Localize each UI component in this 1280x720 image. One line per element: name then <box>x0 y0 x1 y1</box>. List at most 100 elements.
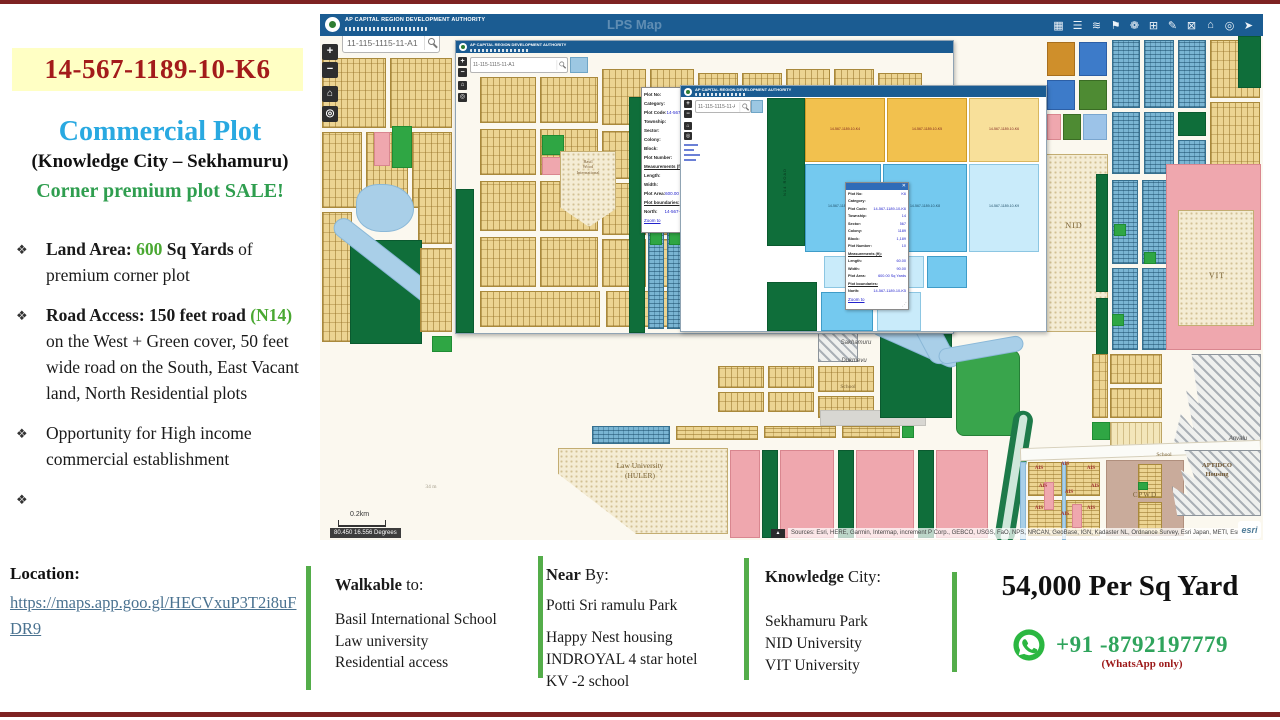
crda-logo-icon <box>325 17 340 32</box>
popup-row-label: Plot No: <box>644 92 662 97</box>
map-block <box>1114 224 1126 236</box>
left-panel-link[interactable] <box>684 144 698 146</box>
resize-handle[interactable]: ⋰ <box>902 302 907 308</box>
popup-row-label: Plot Area: <box>644 191 666 196</box>
bullet-item: ❖Opportunity for High income commercial … <box>14 420 306 472</box>
popup-row-value: 1,189 <box>896 236 906 241</box>
bullet-text: Road Access: 150 feet road <box>46 305 251 325</box>
bullet-marker-icon: ❖ <box>16 243 28 258</box>
map-block <box>418 188 452 244</box>
map-block <box>1020 462 1026 540</box>
zoom-in-button[interactable]: + <box>684 100 692 108</box>
map-label-nid: NID <box>1065 221 1083 230</box>
share-icon[interactable]: ➤ <box>1243 19 1254 32</box>
home-button[interactable]: ⌂ <box>458 81 467 90</box>
inset1-header: AP CAPITAL REGION DEVELOPMENT AUTHORITY <box>456 41 953 53</box>
bullet-text: Sq Yards <box>162 239 239 259</box>
bullet-item: ❖ <box>14 486 306 508</box>
locate-button[interactable]: ◎ <box>322 106 338 122</box>
search-icon[interactable] <box>556 60 568 70</box>
location-link[interactable]: https://maps.app.goo.gl/HECVxuP3T2i8uFDR… <box>10 593 297 638</box>
map-block <box>1096 174 1108 292</box>
location-block: Location: https://maps.app.goo.gl/HECVxu… <box>10 564 302 642</box>
map-label-anvalu: Anvalu <box>1228 436 1248 442</box>
zoom-out-button[interactable]: − <box>684 110 692 118</box>
popup-row: Plot boundaries: <box>642 198 700 207</box>
map-block <box>1112 268 1138 350</box>
popup-row: Plot boundaries: <box>846 280 908 288</box>
page-subtitle: (Knowledge City – Sekhamuru) <box>31 151 289 172</box>
map-block <box>730 450 760 538</box>
popup-row-value: 14 <box>901 214 906 219</box>
basemap-gallery-icon[interactable]: ⌂ <box>1207 19 1214 31</box>
map-block <box>420 248 452 332</box>
popup-row-value: 1189 <box>897 229 906 234</box>
bookmark-flag-icon[interactable]: ⚑ <box>1110 19 1121 32</box>
search-icon[interactable] <box>424 36 439 50</box>
search-input[interactable]: 11-115-1115-11-A1 <box>342 33 440 53</box>
map-block <box>1047 80 1075 110</box>
map-block <box>432 336 452 352</box>
search-value: 11-115-1115-11-A1 <box>473 62 515 68</box>
legend-list-icon[interactable]: ☰ <box>1072 19 1083 32</box>
query-icon[interactable]: ◎ <box>1224 19 1235 32</box>
map-toolbar: ▦ ☰ ≋ ⚑ ❁ ⊞ ✎ ⊠ ⌂ ◎ ➤ <box>1052 14 1255 36</box>
search-input[interactable]: 11-115-1115-11-A1 <box>470 57 568 73</box>
map-label-vit: VIT <box>1208 271 1226 280</box>
locate-button[interactable]: ◎ <box>458 93 467 102</box>
map-block <box>374 132 390 166</box>
popup-titlebar: ✕ <box>846 183 908 190</box>
zoom-out-button[interactable]: − <box>458 68 467 77</box>
inset1-subtitle-telugu <box>470 49 530 52</box>
phone-number[interactable]: +91 -8792197779 <box>1055 632 1228 657</box>
close-icon[interactable]: ✕ <box>901 183 906 189</box>
footer-divider <box>306 566 311 690</box>
plot-id-banner: 14-567-1189-10-K6 <box>12 48 303 91</box>
home-button[interactable]: ⌂ <box>684 122 692 130</box>
map-block <box>718 392 764 412</box>
popup-row-label: Width: <box>644 182 658 187</box>
left-panel-link[interactable] <box>684 154 700 156</box>
popup-row-label: Sector: <box>644 128 660 133</box>
draw-icon[interactable]: ❁ <box>1129 19 1140 32</box>
map-block <box>1110 388 1162 418</box>
zoom-out-button[interactable]: − <box>322 62 338 78</box>
home-button[interactable]: ⌂ <box>322 86 338 102</box>
map-block <box>1178 210 1254 326</box>
zoom-in-button[interactable]: + <box>322 44 338 60</box>
attribution-toggle[interactable]: ▲ <box>771 529 785 538</box>
plot-cell[interactable]: 14-567-1189-10-K9 <box>969 164 1039 252</box>
popup-row: Width:90.00 <box>846 265 908 273</box>
bullet-marker-icon: ❖ <box>16 493 28 508</box>
popup-row: Colony: 1189 <box>846 228 908 236</box>
footer-item: Law university <box>335 632 429 650</box>
left-panel-link[interactable] <box>684 159 696 161</box>
plot-cell[interactable]: 14-567-1189-10-K5 <box>887 98 967 162</box>
popup-row-label: Colony: <box>848 229 863 234</box>
popup-row-label: Plot Number: <box>644 155 673 160</box>
map-attribution: Sources: Esri, HERE, Garmin, Intermap, i… <box>788 528 1240 539</box>
bullet-text: on the West + Green cover, 50 feet wide … <box>46 331 299 403</box>
measure-pencil-icon[interactable]: ✎ <box>1167 19 1178 32</box>
basemap-grid-icon[interactable]: ▦ <box>1053 19 1064 32</box>
zoom-in-button[interactable]: + <box>458 57 467 66</box>
popup-row-value: 14-567-1189-10-K5 <box>873 289 906 294</box>
zoom-to-link[interactable]: Zoom to <box>644 218 661 223</box>
zoom-to-link[interactable]: Zoom to <box>848 297 865 302</box>
locate-button[interactable]: ◎ <box>684 132 692 140</box>
popup-row: Sector:567 <box>846 220 908 228</box>
search-icon[interactable] <box>739 101 751 112</box>
plot-cell[interactable]: 14-567-1189-10-K6 <box>969 98 1039 162</box>
layers-icon[interactable]: ≋ <box>1091 19 1102 32</box>
search-option-button[interactable] <box>751 100 763 113</box>
map-label-m34: 34 m <box>425 484 437 490</box>
map-block <box>956 350 1020 436</box>
search-option-button[interactable] <box>570 57 588 73</box>
plot-cell[interactable]: 14-567-1189-10-K4 <box>805 98 885 162</box>
search-input[interactable]: 11-115-1115-11-A1 <box>695 100 751 113</box>
print-icon[interactable]: ⊠ <box>1186 19 1197 32</box>
esri-logo: esri <box>1238 521 1261 539</box>
extent-icon[interactable]: ⊞ <box>1148 19 1159 32</box>
left-panel-link[interactable] <box>684 149 694 151</box>
